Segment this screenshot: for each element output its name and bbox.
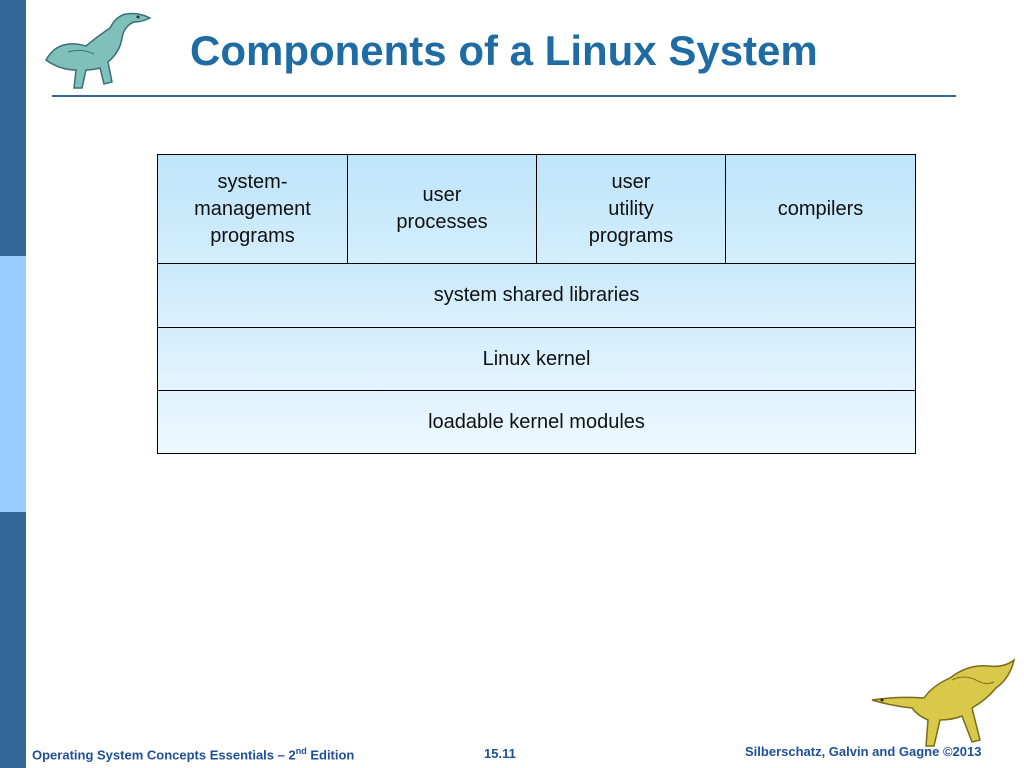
page-title: Components of a Linux System xyxy=(190,27,818,74)
footer-copyright: Silberschatz, Galvin and Gagne ©2013 xyxy=(745,744,982,759)
diagram-box-label: compilers xyxy=(777,197,864,220)
sidebar-highlight xyxy=(0,256,26,512)
diagram-box-label: system- management programs xyxy=(194,170,311,247)
diagram-box-label: user utility programs xyxy=(588,170,674,247)
diagram-box-user-utility: user utility programs xyxy=(536,154,726,264)
linux-components-diagram: system- management programs user process… xyxy=(157,154,916,454)
diagram-layer-linux-kernel: Linux kernel xyxy=(157,327,916,391)
footer-book-sup: nd xyxy=(295,746,307,756)
diagram-box-user-processes: user processes xyxy=(347,154,537,264)
footer-page-number: 15.11 xyxy=(484,746,516,761)
diagram-layer-shared-libraries: system shared libraries xyxy=(157,263,916,328)
diagram-box-label: user processes xyxy=(396,184,488,233)
footer-book-suffix: Edition xyxy=(306,747,355,763)
diagram-box-system-management: system- management programs xyxy=(157,154,348,264)
dinosaur-icon xyxy=(45,12,152,89)
diagram-layer-label: system shared libraries xyxy=(433,284,640,306)
dinosaur-icon xyxy=(871,658,1016,747)
diagram-layer-kernel-modules: loadable kernel modules xyxy=(157,390,916,454)
diagram-layer-label: loadable kernel modules xyxy=(428,410,645,433)
diagram-box-compilers: compilers xyxy=(725,154,916,264)
diagram-layer-label: Linux kernel xyxy=(482,347,591,370)
title-divider xyxy=(52,95,956,97)
footer-book-title: Operating System Concepts Essentials – 2… xyxy=(32,746,354,762)
footer-book-prefix: Operating System Concepts Essentials – 2 xyxy=(32,747,296,763)
